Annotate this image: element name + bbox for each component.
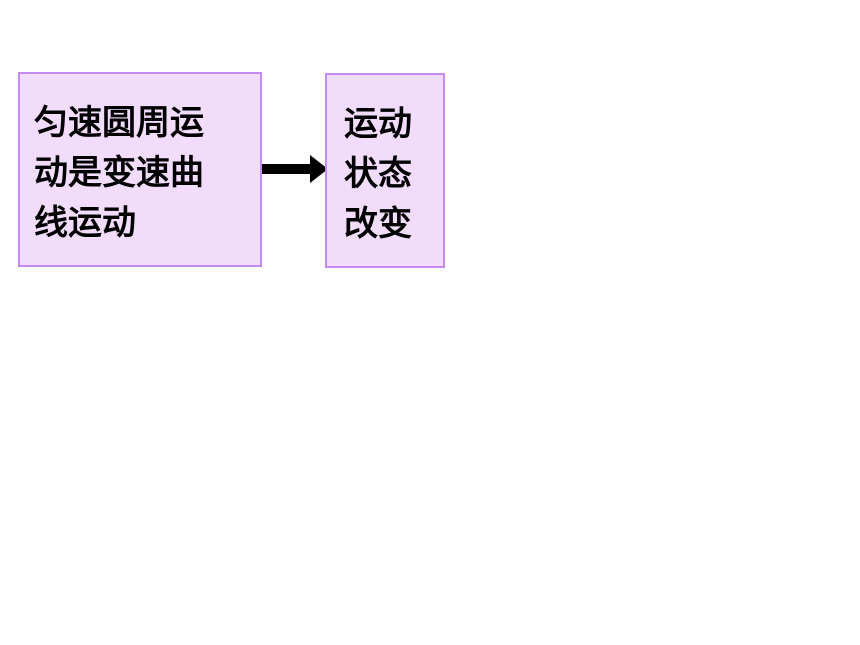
- node-label: 匀速圆周运动是变速曲线运动: [34, 103, 204, 243]
- arrow-shaft: [262, 164, 312, 174]
- node-label: 运动状态改变: [344, 104, 412, 244]
- arrow-head: [310, 155, 328, 183]
- node-motion-state-changes: 运动状态改变: [325, 73, 445, 268]
- arrow-right-icon: [262, 155, 328, 183]
- node-uniform-circular-motion: 匀速圆周运动是变速曲线运动: [18, 72, 262, 267]
